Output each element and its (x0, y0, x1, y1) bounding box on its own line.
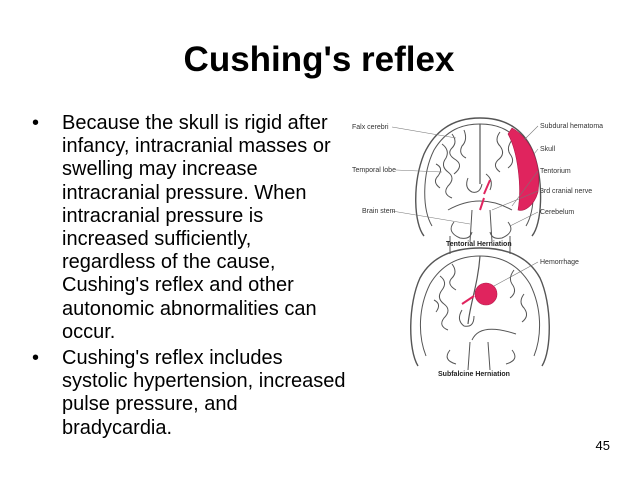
herniation-arrow (483, 179, 491, 195)
slide-title: Cushing's reflex (183, 40, 455, 79)
subdural-hematoma-shape (507, 127, 540, 211)
label-hemorrhage: Hemorrhage (540, 259, 579, 266)
bullet-list: • Because the skull is rigid after infan… (30, 112, 350, 443)
label-3rd-cranial-nerve: 3rd cranial nerve (540, 188, 592, 195)
label-cerebelum: Cerebelum (540, 209, 574, 216)
label-subdural-hematoma: Subdural hematoma (540, 123, 603, 130)
herniation-figure: Falx cerebri Temporal lobe Brain stem Su… (352, 114, 618, 380)
hemorrhage-shape (474, 282, 498, 306)
bullet-item: • Because the skull is rigid after infan… (30, 112, 350, 344)
bullet-glyph: • (32, 112, 40, 134)
midline-shift-arrow (461, 295, 475, 305)
bullet-item: • Cushing's reflex includes systolic hyp… (30, 347, 350, 440)
page-number: 45 (595, 438, 610, 453)
leader-line-hemorrhage (493, 261, 539, 287)
caption-tentorial-herniation: Tentorial Herniation (446, 241, 512, 248)
label-tentorium: Tentorium (540, 168, 571, 175)
label-temporal-lobe: Temporal lobe (352, 167, 396, 174)
label-skull: Skull (540, 146, 556, 153)
bullet-text: Cushing's reflex includes systolic hyper… (62, 347, 346, 439)
caption-subfalcine-herniation: Subfalcine Herniation (438, 371, 510, 378)
brain-herniation-illustration: Falx cerebri Temporal lobe Brain stem Su… (352, 117, 603, 378)
top-leader-lines (391, 125, 539, 227)
herniation-arrow (479, 197, 485, 211)
tentorial-herniation-drawing (415, 117, 542, 254)
bullet-glyph: • (32, 347, 40, 370)
subfalcine-herniation-drawing (410, 247, 550, 371)
bullet-text: Because the skull is rigid after infancy… (62, 112, 331, 343)
label-brain-stem: Brain stem (362, 208, 396, 215)
label-falx-cerebri: Falx cerebri (352, 124, 389, 131)
